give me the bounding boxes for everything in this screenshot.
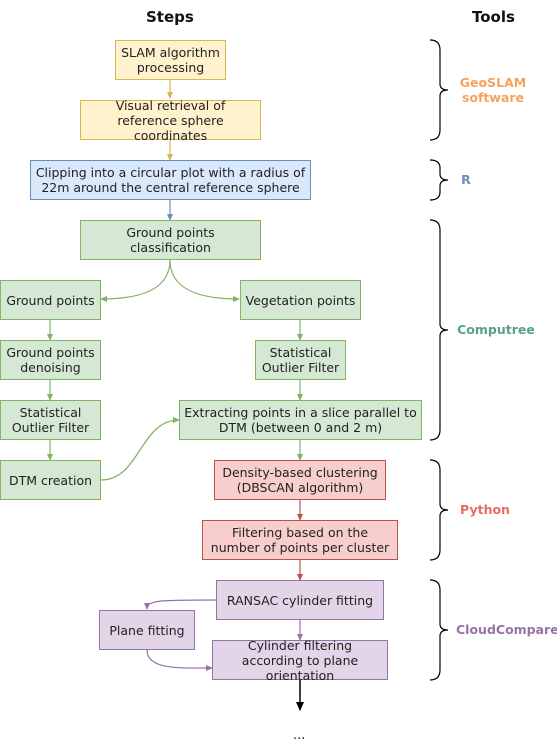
arrow-ransac-to-plane: [144, 599, 217, 610]
tool-r: R: [461, 172, 471, 187]
tool-computree: Computree: [457, 322, 535, 337]
continuation-ellipsis: ...: [293, 728, 306, 743]
step-clipping: Clipping into a circular plot with a rad…: [30, 160, 311, 200]
step-dbscan: Density-based clustering (DBSCAN algorit…: [214, 460, 386, 500]
step-extracting: Extracting points in a slice parallel to…: [179, 400, 422, 440]
brace-cloudcompare: [429, 579, 449, 681]
tools-header: Tools: [472, 8, 515, 26]
brace-r: [429, 159, 449, 201]
step-ransac: RANSAC cylinder fitting: [216, 580, 384, 620]
arrow-dtm-to-extracting: [100, 417, 180, 481]
step-filtering-points: Filtering based on the number of points …: [202, 520, 398, 560]
step-ground-denoising: Ground points denoising: [0, 340, 101, 380]
arrow-class-to-vegetation: [169, 259, 240, 302]
tool-python: Python: [460, 502, 510, 517]
step-plane-fitting: Plane fitting: [99, 610, 195, 650]
arrow-plane-to-cylfilter: [146, 649, 213, 672]
step-ground-classification: Ground points classification: [80, 220, 261, 260]
step-vegetation-points: Vegetation points: [240, 280, 361, 320]
brace-computree: [429, 219, 449, 441]
tool-geoslam: GeoSLAM software: [459, 75, 527, 105]
brace-geoslam: [429, 39, 449, 141]
step-dtm-creation: DTM creation: [0, 460, 101, 500]
step-cylinder-filtering: Cylinder filtering according to plane or…: [212, 638, 388, 683]
brace-python: [429, 459, 449, 561]
step-sof-left: Statistical Outlier Filter: [0, 400, 101, 440]
tool-cloudcompare: CloudCompare: [456, 622, 557, 637]
step-visual-retrieval: Visual retrieval of reference sphere coo…: [80, 98, 261, 143]
steps-header: Steps: [146, 8, 194, 26]
arrow-class-to-ground-points: [100, 259, 171, 302]
step-ground-points: Ground points: [0, 280, 101, 320]
step-sof-right: Statistical Outlier Filter: [255, 340, 346, 380]
step-slam: SLAM algorithm processing: [115, 40, 226, 80]
